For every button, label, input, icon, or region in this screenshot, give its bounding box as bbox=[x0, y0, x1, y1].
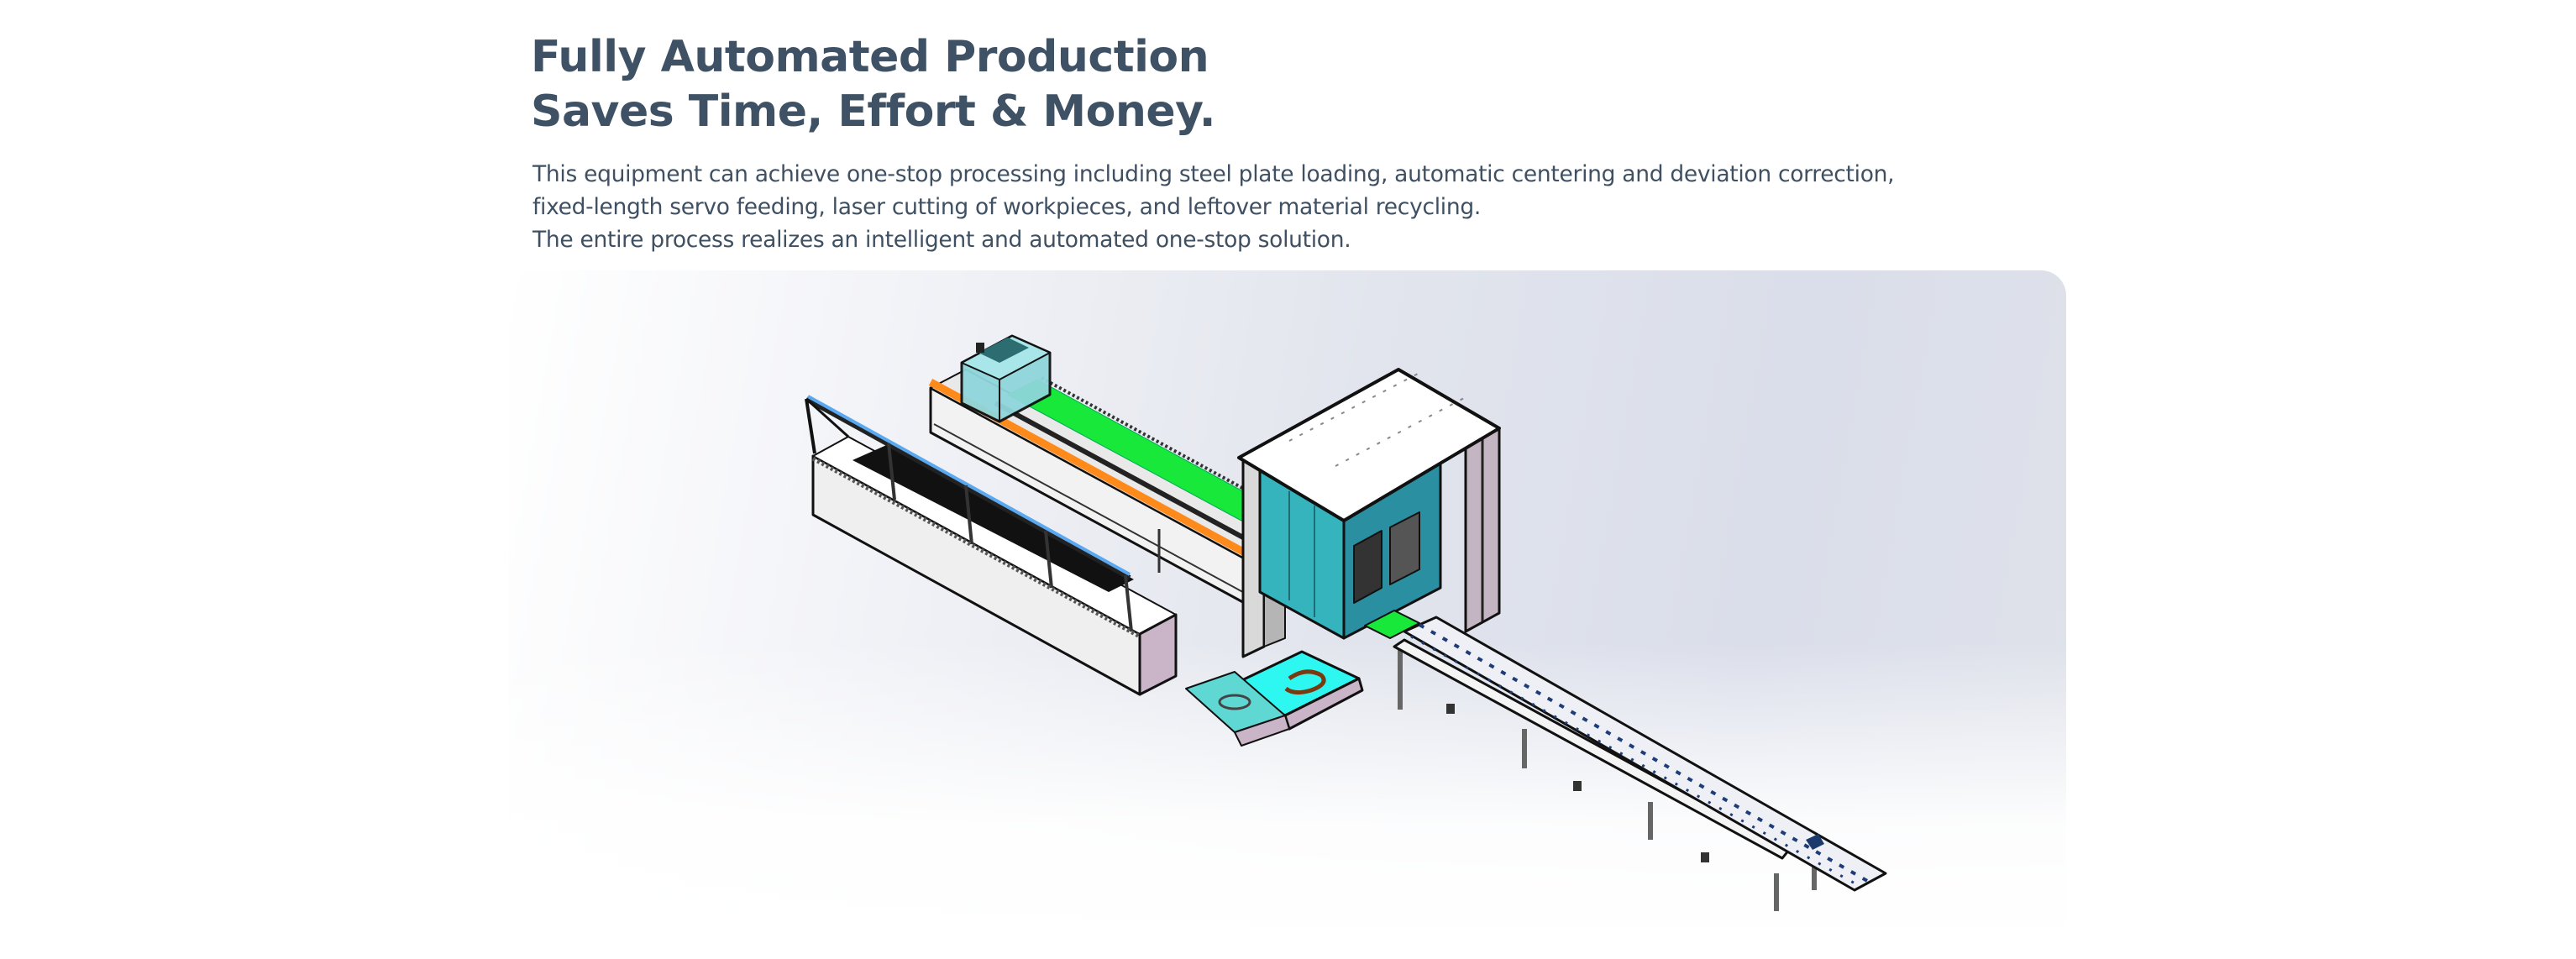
production-line-illustration bbox=[805, 334, 1887, 911]
page-heading: Fully Automated Production Saves Time, E… bbox=[531, 30, 1216, 139]
description-line-3: The entire process realizes an intellige… bbox=[533, 227, 1351, 253]
scrap-recycling-tray bbox=[1185, 650, 1364, 747]
description-line-1: This equipment can achieve one-stop proc… bbox=[533, 161, 1895, 187]
description-line-2: fixed-length servo feeding, laser cuttin… bbox=[533, 194, 1481, 220]
heading-line-2: Saves Time, Effort & Money. bbox=[531, 86, 1216, 137]
laser-cutting-cabinet bbox=[1237, 368, 1501, 658]
product-illustration-card bbox=[508, 270, 2066, 945]
description-paragraph: This equipment can achieve one-stop proc… bbox=[533, 158, 1895, 256]
plate-loading-rack bbox=[805, 395, 1178, 696]
output-conveyor bbox=[1393, 616, 1887, 911]
servo-feeding-bed bbox=[928, 369, 1393, 635]
feeder-head bbox=[960, 334, 1052, 423]
heading-line-1: Fully Automated Production bbox=[531, 32, 1209, 82]
